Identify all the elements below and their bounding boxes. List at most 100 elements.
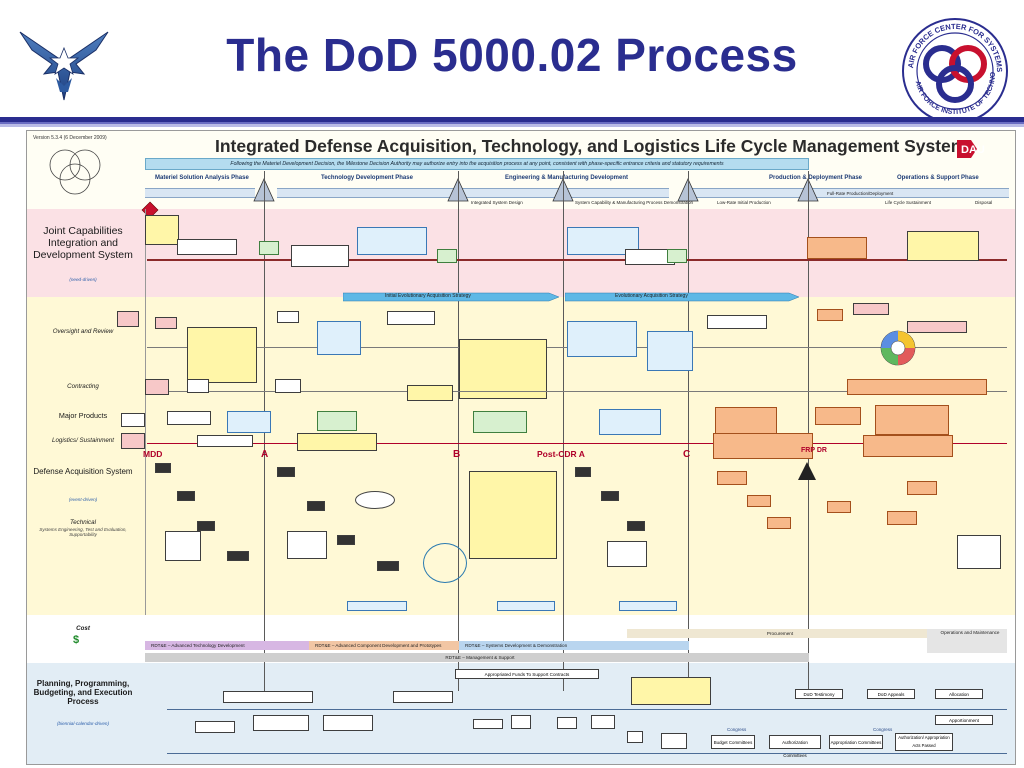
mdd-banner: Following the Materiel Development Decis… <box>145 158 809 170</box>
tech-box <box>307 501 325 511</box>
ppbe-box: Authorization Committees <box>769 735 821 758</box>
jcids-label: Joint Capabilities Integration and Devel… <box>33 225 133 261</box>
cost-strip: RDT&E – Systems Development & Demonstrat… <box>459 641 689 650</box>
milestone-line <box>145 209 146 615</box>
das-label: Defense Acquisition System <box>33 467 133 476</box>
ppbe-box <box>195 721 235 733</box>
cost-strip: RDT&E – Management & Support <box>145 653 809 662</box>
ppbe-box <box>511 715 531 729</box>
oversight-label: Oversight and Review <box>52 328 114 335</box>
tech-box <box>907 481 937 495</box>
sub-phase-label: Disposal <box>975 200 993 205</box>
oversight-box <box>387 311 435 325</box>
ppbe-box <box>223 691 313 703</box>
tech-box <box>227 551 249 561</box>
tech-box <box>287 531 327 559</box>
tech-box <box>747 495 771 507</box>
logistics-box <box>197 435 253 447</box>
tech-box <box>827 501 851 513</box>
ppbe-label: Congress <box>727 727 747 732</box>
product-box <box>121 413 145 427</box>
tech-box <box>957 535 1001 569</box>
milestone-label: MDD <box>143 449 163 459</box>
sustainment-wheel-icon <box>880 330 916 366</box>
ppbe-box <box>631 677 711 705</box>
phase-label: Production & Deployment Phase <box>769 175 863 181</box>
ppbe-note: (biennial-calendar-driven) <box>56 721 109 726</box>
ppbe-box <box>661 733 687 749</box>
oversight-box <box>155 317 177 329</box>
tech-box <box>197 521 215 531</box>
phase-label: Technology Development Phase <box>321 175 413 181</box>
milestone-line <box>808 171 809 691</box>
row-labels: Joint Capabilities Integration and Devel… <box>27 131 139 764</box>
tech-box <box>601 491 619 501</box>
logistics-label: Logistics/ Sustainment <box>52 437 114 444</box>
tech-box <box>277 467 295 477</box>
oversight-box <box>317 321 361 355</box>
jcids-box <box>907 231 979 261</box>
ppbe-box: Appropriation Committees <box>829 735 883 749</box>
ppbe-box <box>557 717 577 729</box>
oversight-box <box>817 309 843 321</box>
oversight-box <box>277 311 299 323</box>
ppbe-box: DoD Testimony <box>795 689 843 699</box>
oversight-box <box>567 321 637 357</box>
ppbe-flow-line <box>167 709 1007 710</box>
production-articles-box <box>599 409 661 435</box>
contract-box <box>187 379 209 393</box>
jcids-box <box>177 239 237 255</box>
jcids-box <box>807 237 867 259</box>
header-rule <box>0 117 1024 127</box>
phase-label: Operations & Support Phase <box>897 175 979 181</box>
oversight-box <box>853 303 889 315</box>
ppbe-label: Planning, Programming, Budgeting, and Ex… <box>33 679 133 706</box>
milestone-label: FRP DR <box>801 447 827 454</box>
phase-label: Materiel Solution Analysis Phase <box>155 175 249 181</box>
oversight-box <box>707 315 767 329</box>
jcids-box <box>291 245 349 267</box>
cost-strip: RDT&E – Advanced Component Development a… <box>309 641 459 650</box>
contract-box <box>407 385 453 401</box>
contracting-line <box>147 391 1007 392</box>
technical-note: Systems Engineering, Test and Evaluation… <box>39 527 127 537</box>
initial-strategy-arrow <box>343 292 560 302</box>
prototype-box <box>473 411 527 433</box>
tech-oval <box>355 491 395 509</box>
phase-bar <box>829 188 1009 198</box>
tech-box <box>717 471 747 485</box>
cost-strip: Operations and Maintenance <box>927 629 1007 653</box>
milestone-line <box>563 171 564 691</box>
sub-phase-label: Integrated System Design <box>471 200 523 205</box>
product-box <box>815 407 861 425</box>
icd-box <box>145 215 179 245</box>
cost-strip: Procurement <box>627 629 927 638</box>
ppbe-box <box>253 715 309 731</box>
lrip-box <box>715 407 777 435</box>
sub-phase-label: System Capability & Manufacturing Proces… <box>575 200 694 205</box>
jcids-box <box>667 249 687 263</box>
milestone-label: B <box>453 449 461 460</box>
material-solution-box <box>227 411 271 433</box>
cost-label: Cost <box>76 625 90 632</box>
ppbe-box: Allocation <box>935 689 983 699</box>
ppbe-box: Appropriated Funds To Support Contracts <box>455 669 599 679</box>
ppbe-label: Congress <box>873 727 893 732</box>
logistics-box <box>713 433 813 459</box>
phase-labels: Materiel Solution Analysis Phase Technol… <box>145 175 1005 187</box>
logistics-box <box>121 433 145 449</box>
phase-bar <box>277 188 459 198</box>
tech-box <box>177 491 195 501</box>
contract-box <box>145 379 169 395</box>
chart-title: Integrated Defense Acquisition, Technolo… <box>215 136 967 156</box>
ppbe-box <box>473 719 503 729</box>
ppbe-box: DoD Appeals <box>867 689 915 699</box>
sub-phase-label: Life Cycle Sustainment <box>885 200 932 205</box>
air-force-symbol-logo <box>19 31 109 101</box>
tech-box <box>377 561 399 571</box>
jcids-box <box>259 241 279 255</box>
milestone-label: C <box>683 449 691 460</box>
ppbe-box <box>393 691 453 703</box>
jcids-flow-line <box>147 259 1007 261</box>
milestone-line <box>688 171 689 691</box>
